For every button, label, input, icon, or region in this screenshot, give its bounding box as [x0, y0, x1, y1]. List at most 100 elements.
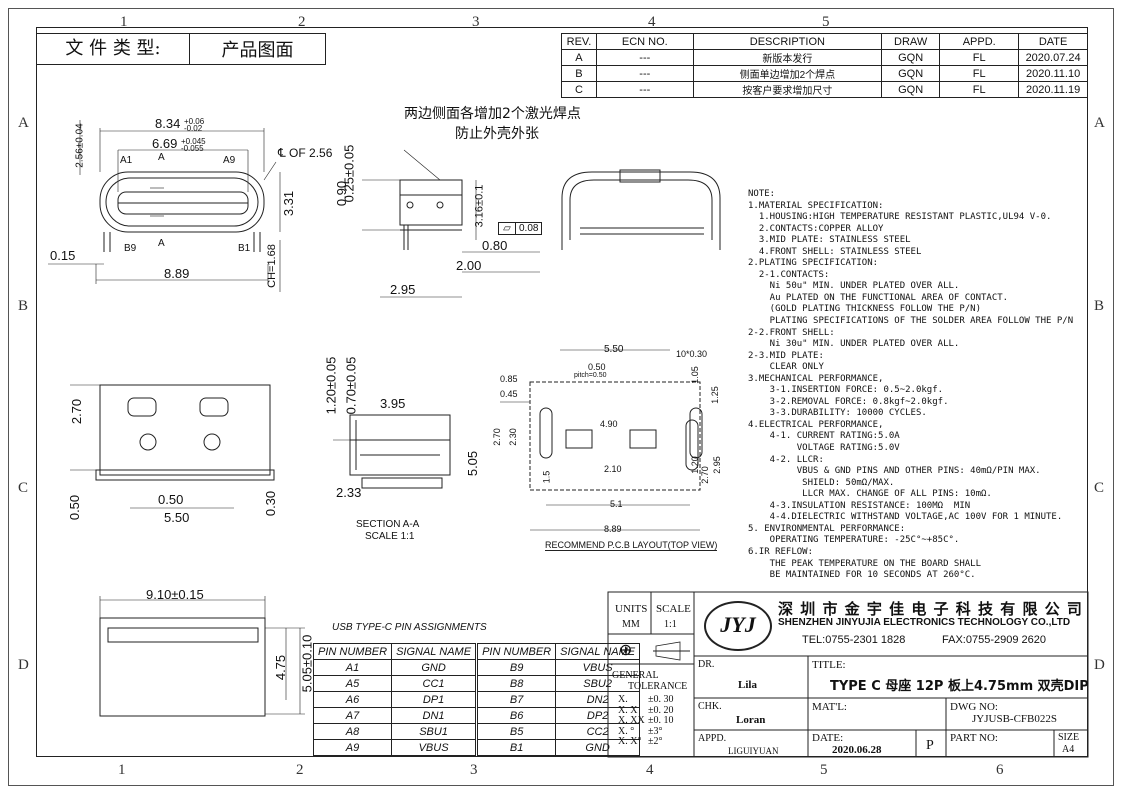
- revision-row: C --- 按客户要求增加尺寸 GQN FL 2020.11.19: [561, 81, 1088, 98]
- zone-row-d-right: D: [1094, 657, 1105, 673]
- annotation-line-2: 防止外壳外张: [455, 126, 539, 142]
- ecn-header: ECN NO.: [595, 33, 694, 50]
- drawn-by-label: DR.: [698, 659, 715, 670]
- annotation-line-1: 两边侧面各增加2个激光焊点: [404, 106, 581, 122]
- zone-row-a-right: A: [1094, 115, 1105, 131]
- dim-9-10: 9.10±0.15: [146, 587, 204, 602]
- pcb-dim-0-85: 0.85: [500, 374, 518, 384]
- title-label: TITLE:: [812, 659, 846, 671]
- company-logo: JYJ: [704, 601, 772, 651]
- dim-8-34-tol-dn: -0.02: [183, 123, 203, 133]
- units-label: UNITS: [615, 603, 648, 615]
- drawing-number-value: JYJUSB-CFB022S: [972, 713, 1057, 725]
- zone-col-6-bottom: 6: [996, 762, 1004, 778]
- pcb-layout-drawing: [500, 349, 703, 531]
- file-type-box: 文 件 类 型: 产品图面: [36, 33, 326, 65]
- note-line: 3-1.INSERTION FORCE: 0.5~2.0kgf.: [748, 385, 944, 396]
- dim-0-15: 0.15: [50, 248, 76, 263]
- dim-0-80: 0.80: [482, 238, 508, 253]
- tol-key: X. XX: [618, 715, 645, 726]
- note-line: VBUS & GND PINS AND OTHER PINS: 40mΩ/PIN…: [748, 466, 1041, 477]
- scale-value: 1:1: [664, 619, 677, 630]
- zone-col-3-bottom: 3: [470, 762, 478, 778]
- draw-cell: GQN: [881, 81, 941, 98]
- date-label: DATE:: [812, 732, 844, 744]
- date-cell: 2020.07.24: [1018, 49, 1088, 66]
- drawing-frame: [36, 27, 1088, 757]
- dim-8-34: 8.34 +0.06 -0.02: [155, 116, 204, 132]
- file-type-label: 文 件 类 型:: [37, 34, 190, 64]
- notes-block: NOTE:1.MATERIAL SPECIFICATION: 1.HOUSING…: [748, 189, 1073, 582]
- pcb-dim-5-50: 5.50: [604, 344, 624, 355]
- drawing-number-label: DWG NO:: [950, 701, 998, 713]
- note-line: 4-2. LLCR:: [748, 454, 824, 465]
- pcb-dim-0-45: 0.45: [500, 389, 518, 399]
- zone-row-d-left: D: [18, 657, 29, 673]
- note-line: 4.FRONT SHELL: STAINLESS STEEL: [748, 246, 922, 257]
- tol-key: X. X: [618, 704, 638, 716]
- note-line: Ni 30u" MIN. UNDER PLATED OVER ALL.: [748, 339, 960, 350]
- company-name-en: SHENZHEN JINYUJIA ELECTRONICS TECHNOLOGY…: [778, 617, 1071, 628]
- tol-key: X. °: [618, 725, 635, 737]
- outer-border: [8, 8, 1114, 786]
- note-line: 2.PLATING SPECIFICATION:: [748, 258, 879, 269]
- pin-cell: A5: [312, 675, 393, 692]
- date-cell: 2020.11.19: [1018, 81, 1088, 98]
- zone-row-c-left: C: [18, 480, 29, 496]
- appd-cell: FL: [939, 81, 1020, 98]
- tolerance-list: X.±0. 30 X. X±0. 20 X. XX±0. 10 X. °±3° …: [618, 694, 674, 748]
- company-name-cn: 深 圳 市 金 宇 佳 电 子 科 技 有 限 公 司: [778, 600, 1083, 618]
- note-line: 4.ELECTRICAL PERFORMANCE,: [748, 419, 884, 430]
- dim-8-34-value: 8.34: [155, 116, 181, 131]
- zone-col-4-bottom: 4: [646, 762, 654, 778]
- size-label: SIZE: [1058, 732, 1080, 743]
- note-line: Ni 50u" MIN. UNDER PLATED OVER ALL.: [748, 281, 960, 292]
- zone-col-1-top: 1: [120, 14, 128, 30]
- note-line: BE MAINTAINED FOR 10 SECONDS AT 260°C.: [748, 570, 976, 581]
- dim-6-69-value: 6.69: [152, 136, 178, 151]
- top-view-drawing: [99, 596, 305, 717]
- note-line: 3-2.REMOVAL FORCE: 0.8kgf~2.0kgf.: [748, 396, 949, 407]
- front-view-drawing: [48, 120, 281, 292]
- note-line: VOLTAGE RATING:5.0V: [748, 443, 900, 454]
- note-line: 4-4.DIELECTRIC WITHSTAND VOLTAGE,AC 100V…: [748, 512, 1063, 523]
- signal-cell: GND: [555, 739, 641, 756]
- tol-value: ±2°: [648, 736, 663, 747]
- side-view-drawing: [362, 149, 540, 298]
- zone-col-2-top: 2: [298, 14, 306, 30]
- flatness-value: 0.08: [519, 223, 539, 234]
- pcb-layout-caption: RECOMMEND P.C.B LAYOUT(TOP VIEW): [545, 540, 718, 551]
- note-line: 2-1.CONTACTS:: [748, 269, 830, 280]
- size-value: A4: [1062, 744, 1075, 755]
- revision-table: REV. ECN NO. DESCRIPTION DRAW APPD. DATE…: [561, 33, 1088, 98]
- pin-table-header-row: PIN NUMBER SIGNAL NAME PIN NUMBER SIGNAL…: [312, 643, 641, 660]
- date-value: 2020.06.28: [832, 744, 882, 756]
- pin-cell: A9: [312, 739, 393, 756]
- tol-value: ±0. 20: [648, 704, 674, 716]
- date-header: DATE: [1018, 33, 1088, 50]
- note-line: 4-1. CURRENT RATING:5.0A: [748, 431, 900, 442]
- dim-3-95: 3.95: [380, 396, 406, 411]
- note-line: SHIELD: 50mΩ/MAX.: [748, 477, 895, 488]
- dim-6-69-tol-dn: -0.055: [180, 143, 204, 153]
- flatness-callout: ▱ 0.08: [498, 222, 543, 235]
- pin-label-a1: A1: [120, 155, 133, 166]
- pcb-dim-0-50: 0.50: [588, 362, 606, 372]
- pin-table-title: USB TYPE-C PIN ASSIGNMENTS: [332, 622, 487, 633]
- dim-6-69-tol-up: +0.045: [180, 136, 206, 146]
- section-mark-a-top: A: [158, 152, 165, 163]
- draw-cell: GQN: [881, 49, 941, 66]
- zone-row-c-right: C: [1094, 480, 1105, 496]
- pcb-dim-2-10: 2.10: [604, 464, 622, 474]
- tol-key: X.: [618, 694, 628, 705]
- zone-col-2-bottom: 2: [296, 762, 304, 778]
- bottom-view-drawing: [70, 384, 275, 509]
- part-number-label: PART NO:: [950, 732, 998, 744]
- note-line: 1.HOUSING:HIGH TEMPERATURE RESISTANT PLA…: [748, 212, 1052, 223]
- zone-col-4-top: 4: [648, 14, 656, 30]
- rev-cell: C: [561, 81, 597, 98]
- note-line: CLEAR ONLY: [748, 362, 824, 373]
- dim-8-34-tol-up: +0.06: [183, 116, 205, 126]
